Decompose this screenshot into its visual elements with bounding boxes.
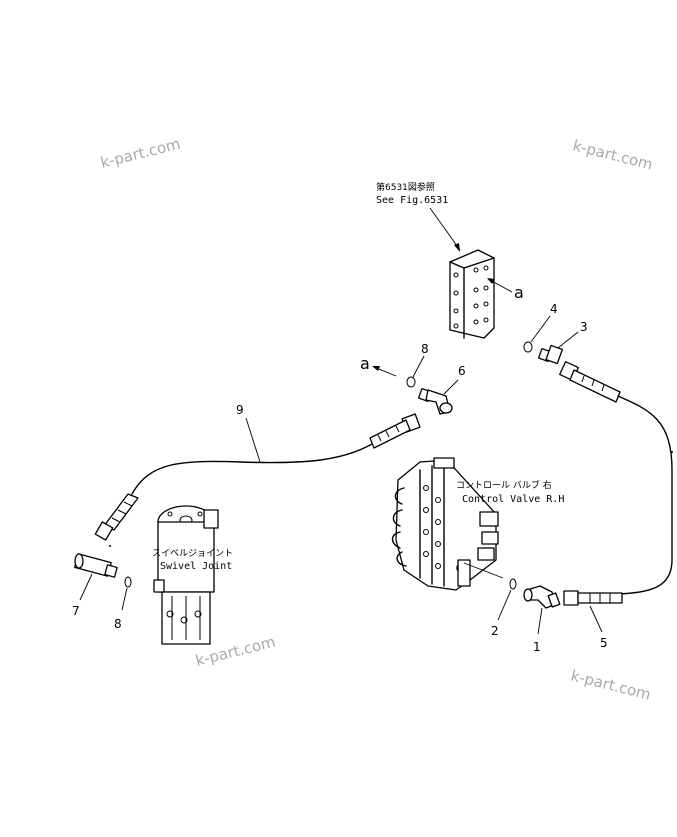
hose-5	[617, 395, 673, 595]
callout-6-leader	[443, 379, 459, 395]
speck	[671, 451, 673, 453]
see-fig-note-jp: 第6531図参照	[376, 181, 435, 193]
callout-2: 2	[491, 624, 499, 638]
callout-8-left: 8	[114, 617, 122, 631]
speck	[109, 545, 111, 547]
hose-9-lower-fitting	[94, 493, 139, 541]
watermark-bottom-right: k-part.com	[569, 666, 653, 703]
part-3-connector	[537, 344, 564, 365]
ref-a-upper-arrowhead	[487, 278, 495, 284]
swivel-joint	[153, 505, 219, 645]
callout-3: 3	[580, 320, 588, 334]
part-7-connector	[74, 553, 118, 578]
callout-3-leader	[557, 331, 579, 349]
control-valve-body	[391, 457, 499, 591]
callout-6: 6	[458, 364, 466, 378]
callout-8-left-leader	[121, 587, 128, 611]
callout-5-leader	[589, 605, 603, 633]
hose-9	[131, 443, 373, 495]
part-8-left-o-ring	[124, 576, 132, 588]
hose-5-upper-fitting	[559, 361, 621, 403]
ref-letter-a-upper: a	[514, 283, 524, 302]
ref-a-lower-arrowhead	[372, 366, 380, 371]
callout-8-upper-leader	[412, 355, 425, 378]
ref-letter-a-lower: a	[360, 354, 370, 373]
callout-9: 9	[236, 403, 244, 417]
callout-7: 7	[72, 604, 80, 618]
callout-1: 1	[533, 640, 541, 654]
callout-1-leader	[537, 607, 543, 635]
callout-9-leader	[245, 417, 261, 463]
callout-5: 5	[600, 636, 608, 650]
part-8-upper-o-ring	[406, 376, 416, 388]
watermark-top-right: k-part.com	[571, 136, 655, 173]
manifold-block	[449, 249, 495, 339]
swivel-joint-label-jp: スイベルジョイント	[152, 549, 233, 559]
see-fig-leader	[429, 207, 461, 251]
ref-a-upper-arrow	[489, 279, 513, 293]
control-valve-label-en: Control Valve R.H	[462, 494, 564, 505]
callout-7-leader	[79, 573, 93, 601]
part-2-o-ring	[509, 578, 517, 590]
see-fig-arrowhead	[454, 243, 460, 252]
see-fig-note-en: See Fig.6531	[376, 195, 448, 206]
part-6-elbow	[417, 387, 453, 415]
callout-8-upper: 8	[421, 342, 429, 356]
callout-4-leader	[530, 315, 551, 343]
callout-2-leader	[497, 589, 512, 621]
hose-9-upper-fitting	[369, 413, 421, 449]
part-1-elbow	[523, 585, 561, 609]
control-valve-label-jp: コントロール バルブ 右	[456, 479, 552, 491]
swivel-joint-label-en: Swivel Joint	[160, 561, 232, 572]
part-4-o-ring	[523, 341, 533, 353]
hose-5-lower-fitting	[563, 590, 623, 606]
callout-4: 4	[550, 302, 558, 316]
watermark-top-left: k-part.com	[99, 135, 183, 172]
control-valve-leader	[463, 562, 504, 579]
